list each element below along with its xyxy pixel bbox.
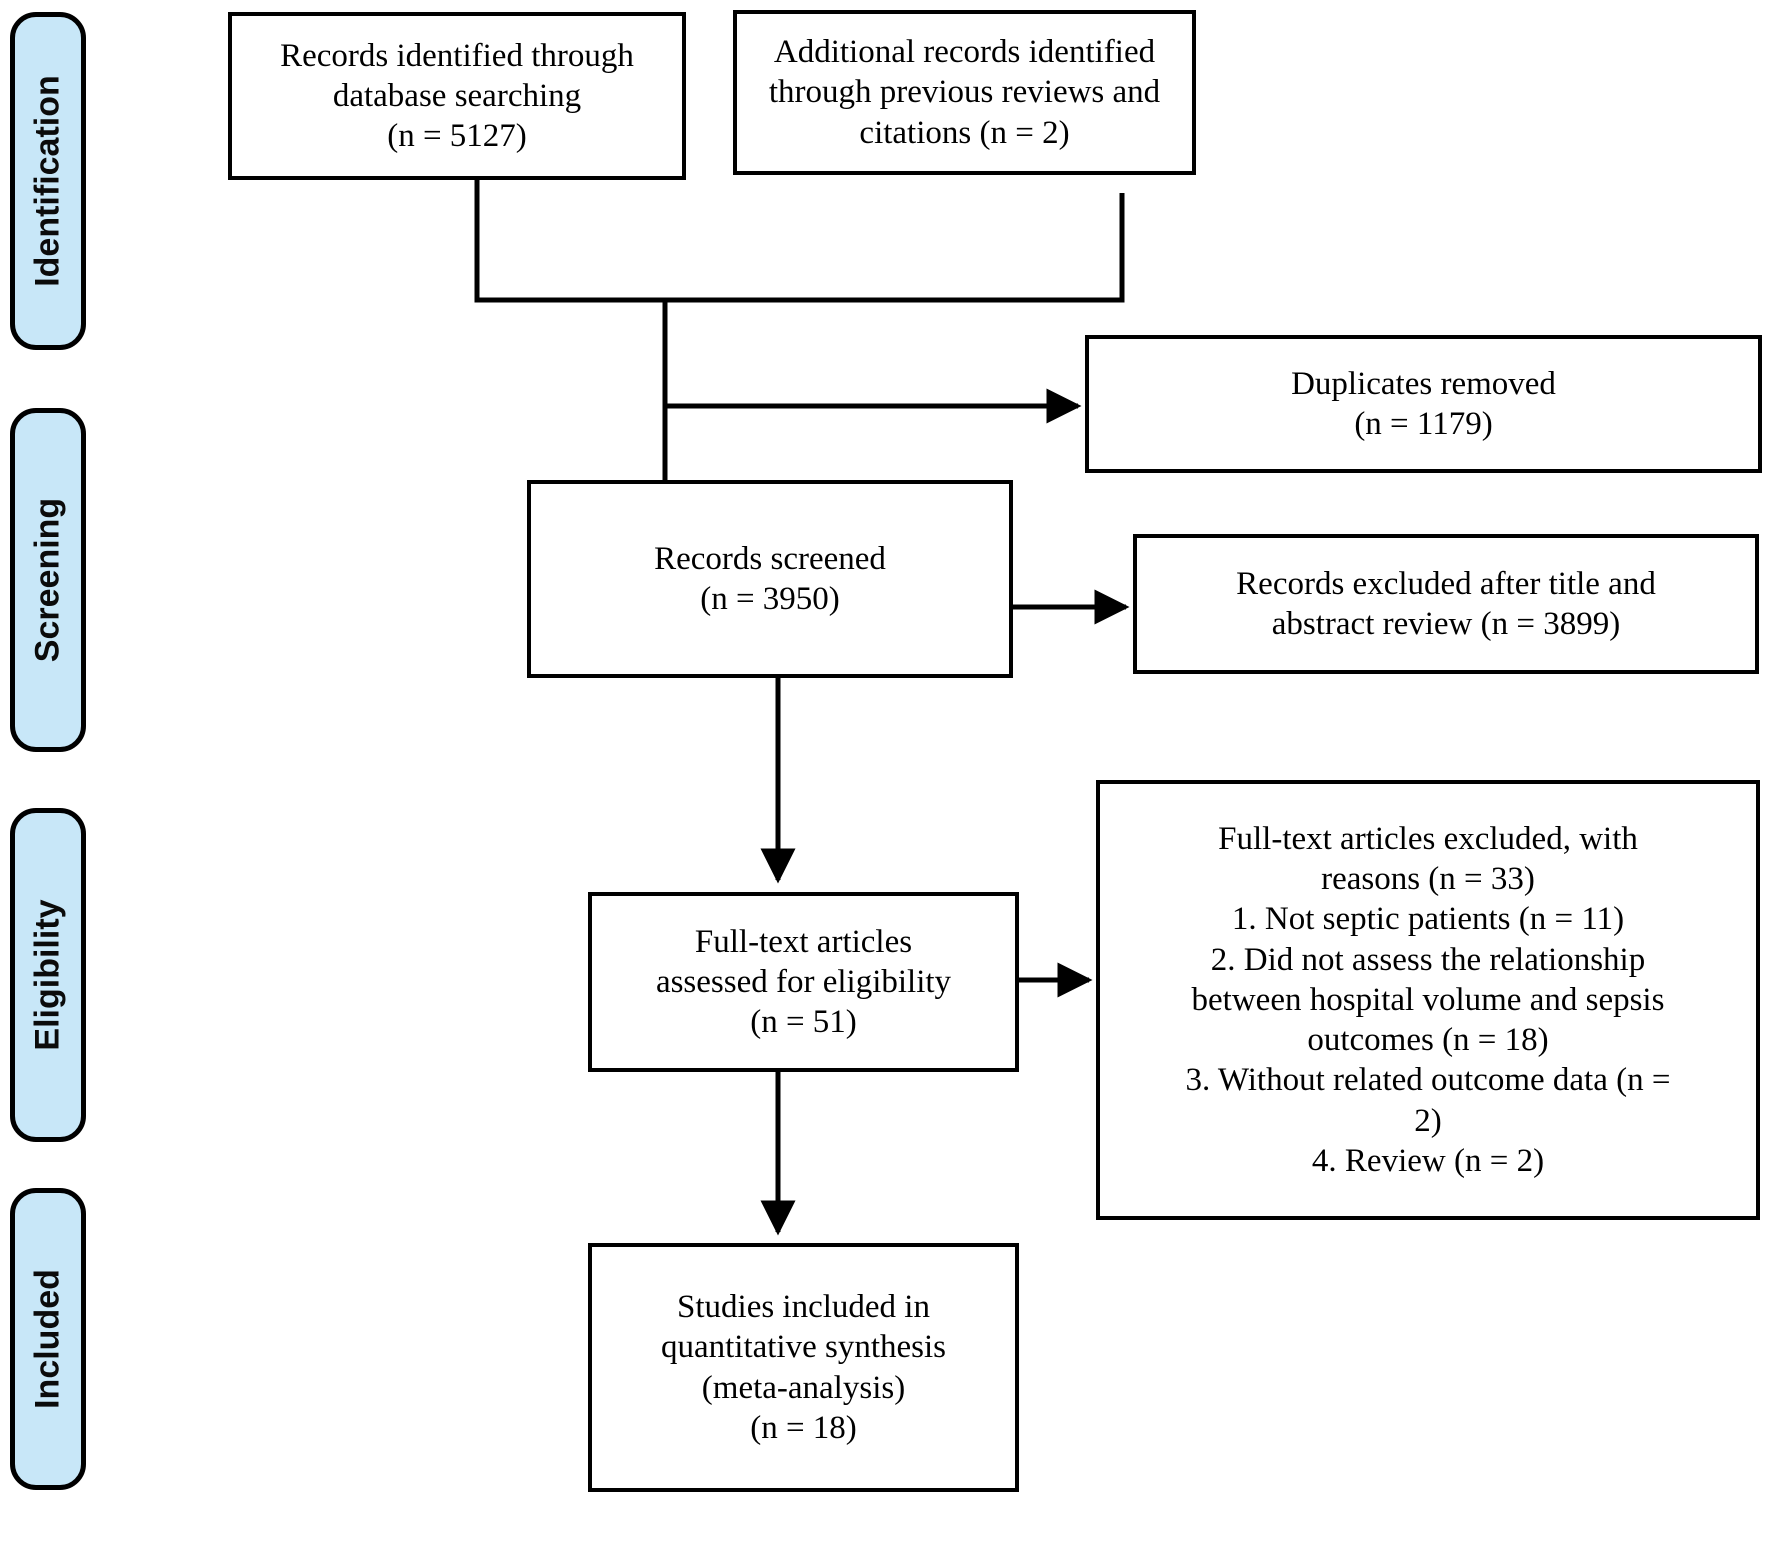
box-duplicates-removed: Duplicates removed (n = 1179) xyxy=(1085,335,1762,473)
box-records-screened: Records screened (n = 3950) xyxy=(527,480,1013,678)
box-fulltext-excluded-reasons: Full-text articles excluded, with reason… xyxy=(1096,780,1760,1220)
box-fulltext-assessed: Full-text articles assessed for eligibil… xyxy=(588,892,1019,1072)
box-studies-included: Studies included in quantitative synthes… xyxy=(588,1243,1019,1492)
stage-pill-eligibility: Eligibility xyxy=(10,808,86,1142)
stage-pill-included: Included xyxy=(10,1188,86,1490)
box-records-identified-database: Records identified through database sear… xyxy=(228,12,686,180)
box-duplicates-removed-text: Duplicates removed (n = 1179) xyxy=(1291,365,1556,442)
stage-pill-identification: Identification xyxy=(10,12,86,350)
box-records-identified-database-text: Records identified through database sear… xyxy=(280,37,634,155)
stage-label-eligibility: Eligibility xyxy=(28,899,67,1051)
box-studies-included-text: Studies included in quantitative synthes… xyxy=(660,1289,947,1446)
box-fulltext-assessed-text: Full-text articles assessed for eligibil… xyxy=(655,923,952,1041)
box-records-screened-text: Records screened (n = 3950) xyxy=(654,540,886,617)
stage-label-screening: Screening xyxy=(28,497,67,663)
stage-label-included: Included xyxy=(28,1269,67,1409)
box-additional-records-text: Additional records identified through pr… xyxy=(768,34,1161,151)
box-additional-records: Additional records identified through pr… xyxy=(733,10,1196,175)
box-records-excluded-text: Records excluded after title and abstrac… xyxy=(1236,565,1656,642)
stage-pill-screening: Screening xyxy=(10,408,86,752)
box-records-excluded: Records excluded after title and abstrac… xyxy=(1133,534,1759,674)
box-fulltext-excluded-reasons-text: Full-text articles excluded, with reason… xyxy=(1185,820,1671,1179)
stage-label-identification: Identification xyxy=(28,75,67,287)
